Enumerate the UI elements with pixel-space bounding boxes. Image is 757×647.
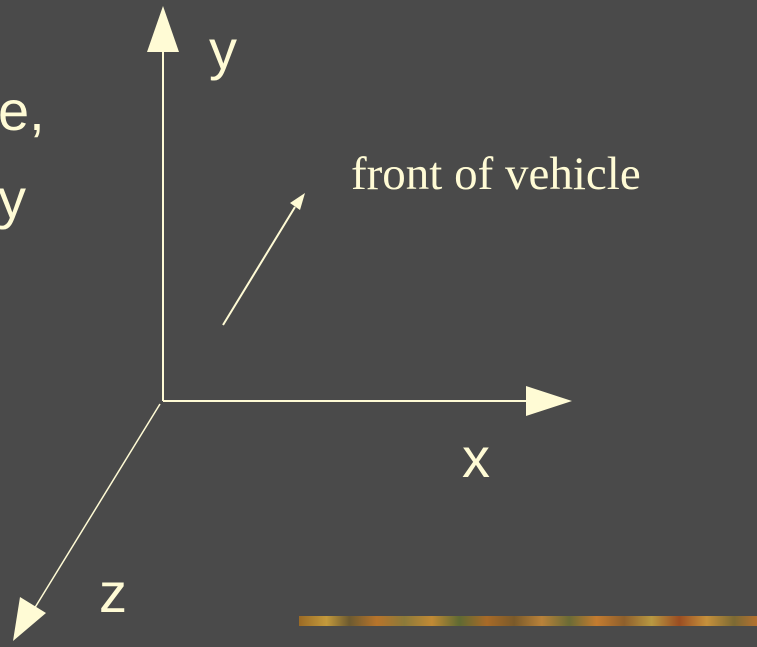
- front-direction-arrowhead: [290, 193, 305, 210]
- x-axis-label: x: [462, 430, 490, 486]
- z-axis-arrowhead: [13, 597, 46, 641]
- y-axis-arrowhead: [147, 6, 179, 52]
- x-axis-arrowhead: [526, 386, 572, 416]
- z-axis-line: [31, 404, 160, 614]
- y-axis-label: y: [209, 22, 237, 78]
- z-axis-label: z: [99, 565, 127, 621]
- decorative-texture-strip: [299, 616, 757, 626]
- front-direction-line: [223, 207, 295, 325]
- front-of-vehicle-label: front of vehicle: [351, 151, 641, 198]
